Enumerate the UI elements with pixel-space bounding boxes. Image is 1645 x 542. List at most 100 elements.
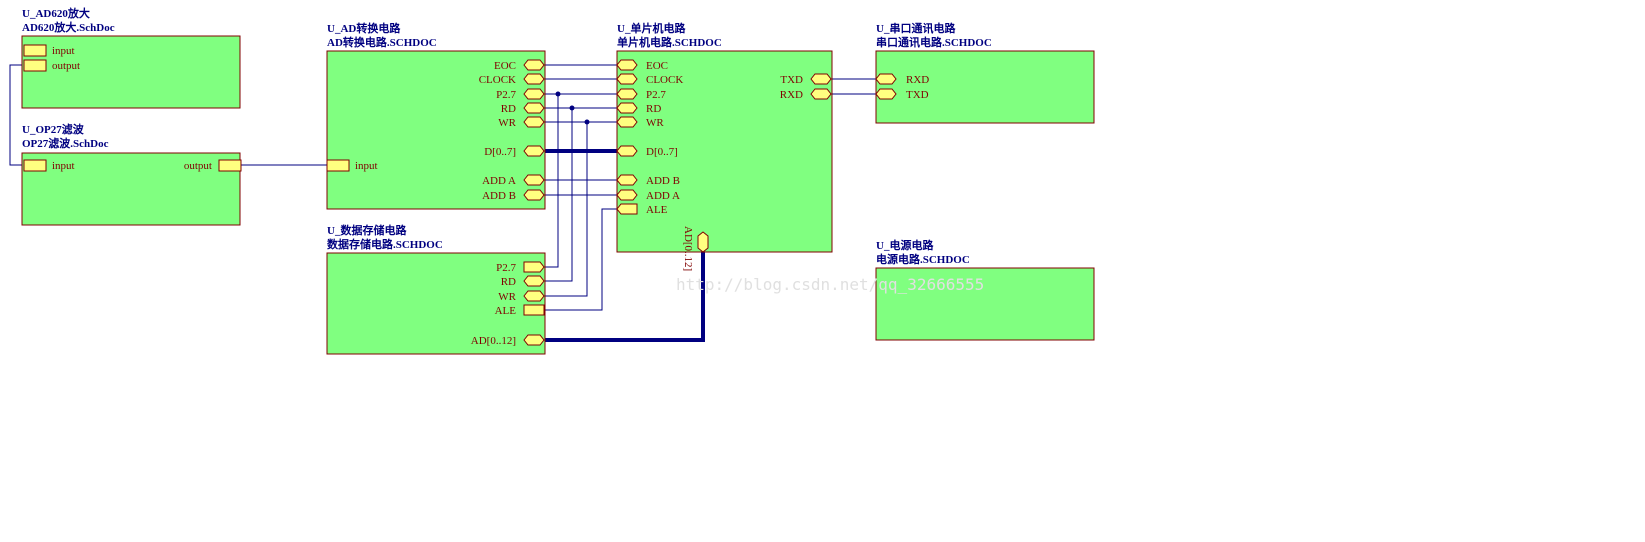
port-label: WR: [498, 117, 516, 129]
port-clock[interactable]: [523, 73, 545, 85]
sheet-designator: U_AD转换电路: [327, 21, 401, 35]
port-addb[interactable]: [523, 189, 545, 201]
sheet-designator: U_AD620放大: [22, 6, 90, 20]
port-label: RD: [501, 103, 516, 115]
port-label: EOC: [494, 60, 516, 72]
port-output[interactable]: [218, 159, 242, 172]
sheet-power[interactable]: U_电源电路 电源电路.SCHDOC: [875, 238, 1095, 341]
sheet-ad-converter[interactable]: U_AD转换电路 AD转换电路.SCHDOC EOC CLOCK P2.7 RD…: [326, 21, 546, 210]
sheet-body[interactable]: [616, 50, 833, 253]
port-addb[interactable]: [616, 174, 638, 186]
port-label: RXD: [906, 74, 929, 86]
port-label: D[0..7]: [646, 146, 678, 158]
sheet-mcu[interactable]: U_单片机电路 单片机电路.SCHDOC EOC CLOCK P2.7 RD W…: [616, 21, 833, 271]
sheet-body[interactable]: [326, 50, 546, 210]
port-wr[interactable]: [523, 116, 545, 128]
port-d07[interactable]: [523, 145, 545, 157]
sheet-designator: U_OP27滤波: [22, 122, 85, 136]
wire-ad620-output: [9, 64, 22, 166]
wire-rd-storage: [544, 108, 573, 282]
wires: [9, 64, 876, 342]
port-label: RD: [646, 103, 661, 115]
port-input[interactable]: [23, 44, 47, 57]
junction-rd: [569, 105, 575, 111]
port-input[interactable]: [23, 159, 47, 172]
port-label: D[0..7]: [484, 146, 516, 158]
sheet-uart[interactable]: U_串口通讯电路 串口通讯电路.SCHDOC RXD TXD: [875, 21, 1095, 124]
port-p27[interactable]: [523, 88, 545, 100]
sheet-body[interactable]: [21, 35, 241, 109]
port-label: ALE: [495, 305, 517, 317]
bus-ad012: [544, 250, 705, 342]
sheet-body[interactable]: [875, 267, 1095, 341]
port-label: ADD A: [646, 190, 680, 202]
port-txd[interactable]: [810, 73, 832, 85]
port-label: P2.7: [496, 89, 516, 101]
port-ale[interactable]: [616, 203, 638, 215]
port-label: TXD: [906, 89, 929, 101]
port-eoc[interactable]: [523, 59, 545, 71]
port-label: input: [355, 160, 378, 172]
port-label: AD[0..12]: [471, 335, 516, 347]
port-label: output: [52, 60, 80, 72]
port-label: ADD B: [646, 175, 680, 187]
port-adda[interactable]: [616, 189, 638, 201]
port-label: ALE: [646, 204, 668, 216]
sheet-filename: AD转换电路.SCHDOC: [327, 35, 437, 49]
sheet-designator: U_串口通讯电路: [876, 21, 956, 35]
port-wr[interactable]: [616, 116, 638, 128]
sheet-op27[interactable]: U_OP27滤波 OP27滤波.SchDoc input output: [21, 122, 242, 226]
sheet-filename: 单片机电路.SCHDOC: [617, 35, 722, 49]
port-rd[interactable]: [616, 102, 638, 114]
port-rd[interactable]: [523, 275, 545, 287]
port-wr[interactable]: [523, 290, 545, 302]
sheet-storage[interactable]: U_数据存储电路 数据存储电路.SCHDOC P2.7 RD WR ALE AD…: [326, 223, 546, 355]
sheet-filename: 电源电路.SCHDOC: [876, 252, 970, 266]
port-label: AD[0..12]: [682, 226, 694, 271]
port-label: ADD B: [482, 190, 516, 202]
port-label: input: [52, 45, 75, 57]
sheet-designator: U_单片机电路: [617, 21, 686, 35]
port-clock[interactable]: [616, 73, 638, 85]
wire-wr-storage: [544, 122, 588, 297]
sheet-filename: 串口通讯电路.SCHDOC: [876, 35, 992, 49]
port-label: CLOCK: [479, 74, 516, 86]
junction-p27: [555, 91, 561, 97]
port-output[interactable]: [23, 59, 47, 72]
port-label: RD: [501, 276, 516, 288]
port-txd[interactable]: [875, 88, 897, 100]
sheet-body[interactable]: [21, 152, 241, 226]
port-p27[interactable]: [523, 261, 545, 273]
watermark: http://blog.csdn.net/qq_32666555: [676, 275, 984, 294]
sheet-ad620[interactable]: U_AD620放大 AD620放大.SchDoc input output: [21, 6, 241, 109]
port-input[interactable]: [326, 159, 350, 172]
port-eoc[interactable]: [616, 59, 638, 71]
port-d07[interactable]: [616, 145, 638, 157]
port-rxd[interactable]: [810, 88, 832, 100]
sheet-designator: U_电源电路: [876, 238, 934, 252]
wire-ale-storage: [544, 208, 617, 311]
port-label: CLOCK: [646, 74, 683, 86]
sheet-designator: U_数据存储电路: [327, 223, 407, 237]
sheet-filename: AD620放大.SchDoc: [22, 20, 115, 34]
port-label: WR: [646, 117, 664, 129]
sheet-body[interactable]: [875, 50, 1095, 124]
port-adda[interactable]: [523, 174, 545, 186]
port-rd[interactable]: [523, 102, 545, 114]
port-ad012[interactable]: [523, 334, 545, 346]
junction-wr: [584, 119, 590, 125]
port-ale[interactable]: [523, 304, 545, 316]
port-label: P2.7: [646, 89, 666, 101]
port-rxd[interactable]: [875, 73, 897, 85]
sheet-body[interactable]: [326, 252, 546, 355]
port-label: ADD A: [482, 175, 516, 187]
port-ad012[interactable]: [697, 231, 709, 253]
sheet-filename: 数据存储电路.SCHDOC: [327, 237, 443, 251]
port-label: EOC: [646, 60, 668, 72]
port-label: output: [184, 160, 212, 172]
port-p27[interactable]: [616, 88, 638, 100]
port-label: P2.7: [496, 262, 516, 274]
sheet-filename: OP27滤波.SchDoc: [22, 136, 109, 150]
port-label: RXD: [780, 89, 803, 101]
